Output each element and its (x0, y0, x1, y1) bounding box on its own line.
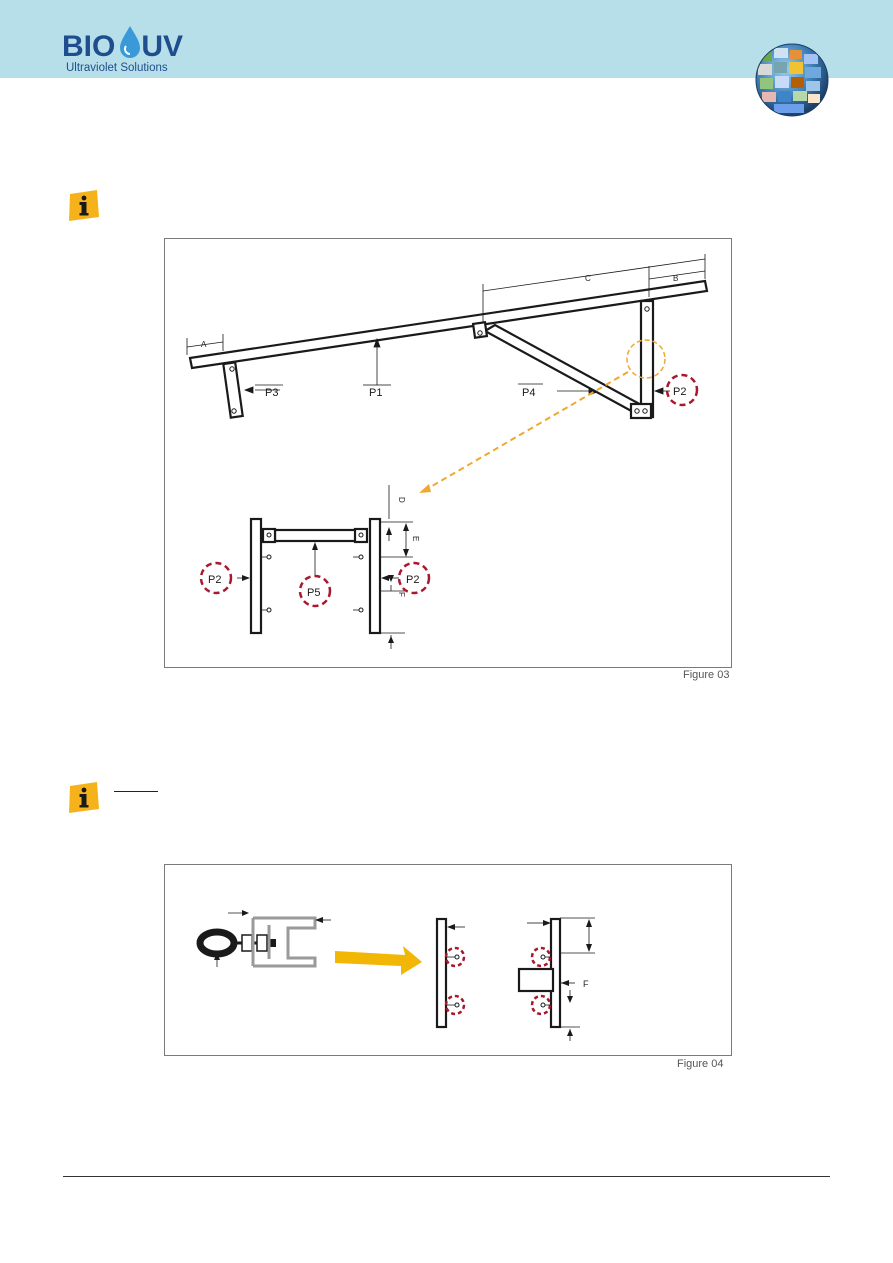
part-label-p2-top: P2 (673, 386, 686, 398)
callout-circle-p2-left (199, 561, 233, 595)
eye-bolt-icon (196, 928, 238, 958)
part-label-p4: P4 (522, 387, 535, 399)
part-label-p3: P3 (265, 387, 278, 399)
dim-label-a: A (201, 340, 207, 349)
dim-label-b: B (673, 274, 678, 283)
part-label-p1: P1 (369, 387, 382, 399)
callout-circle-p2-top (665, 373, 699, 407)
figure-04-caption: Figure 04 (677, 1058, 724, 1070)
globe-icon (755, 43, 829, 117)
direction-arrow-icon (335, 946, 422, 975)
figure-04-frame: F (164, 864, 732, 1056)
callout-circle-p5 (298, 574, 332, 608)
logo-tagline: Ultraviolet Solutions (66, 62, 168, 74)
dim-label-d: D (397, 497, 406, 503)
part-label-p2-left: P2 (208, 574, 221, 586)
dim-label-f-fig4: F (583, 979, 589, 989)
info-icon (69, 190, 99, 221)
dim-label-f: F (397, 592, 406, 597)
zoom-arrow-icon (419, 484, 431, 493)
water-drop-icon (120, 26, 140, 58)
figure-04-drawing: F (196, 910, 595, 1041)
footer-rule (63, 1176, 830, 1177)
header-band (0, 0, 893, 78)
detail-zoom-circle (626, 339, 666, 379)
dim-label-c: C (585, 274, 591, 283)
callout-circle-p2-right (397, 561, 431, 595)
part-label-p2-right: P2 (406, 574, 419, 586)
figure-03-frame: A C B P1 P3 P4 P2 (164, 238, 732, 668)
figure-03-caption: Figure 03 (683, 669, 730, 681)
part-label-p5: P5 (307, 587, 320, 599)
note-underline (114, 791, 158, 792)
figure-03-drawing: A C B P1 P3 P4 P2 (186, 254, 709, 649)
dim-label-e: E (411, 536, 420, 541)
info-icon (69, 782, 99, 813)
